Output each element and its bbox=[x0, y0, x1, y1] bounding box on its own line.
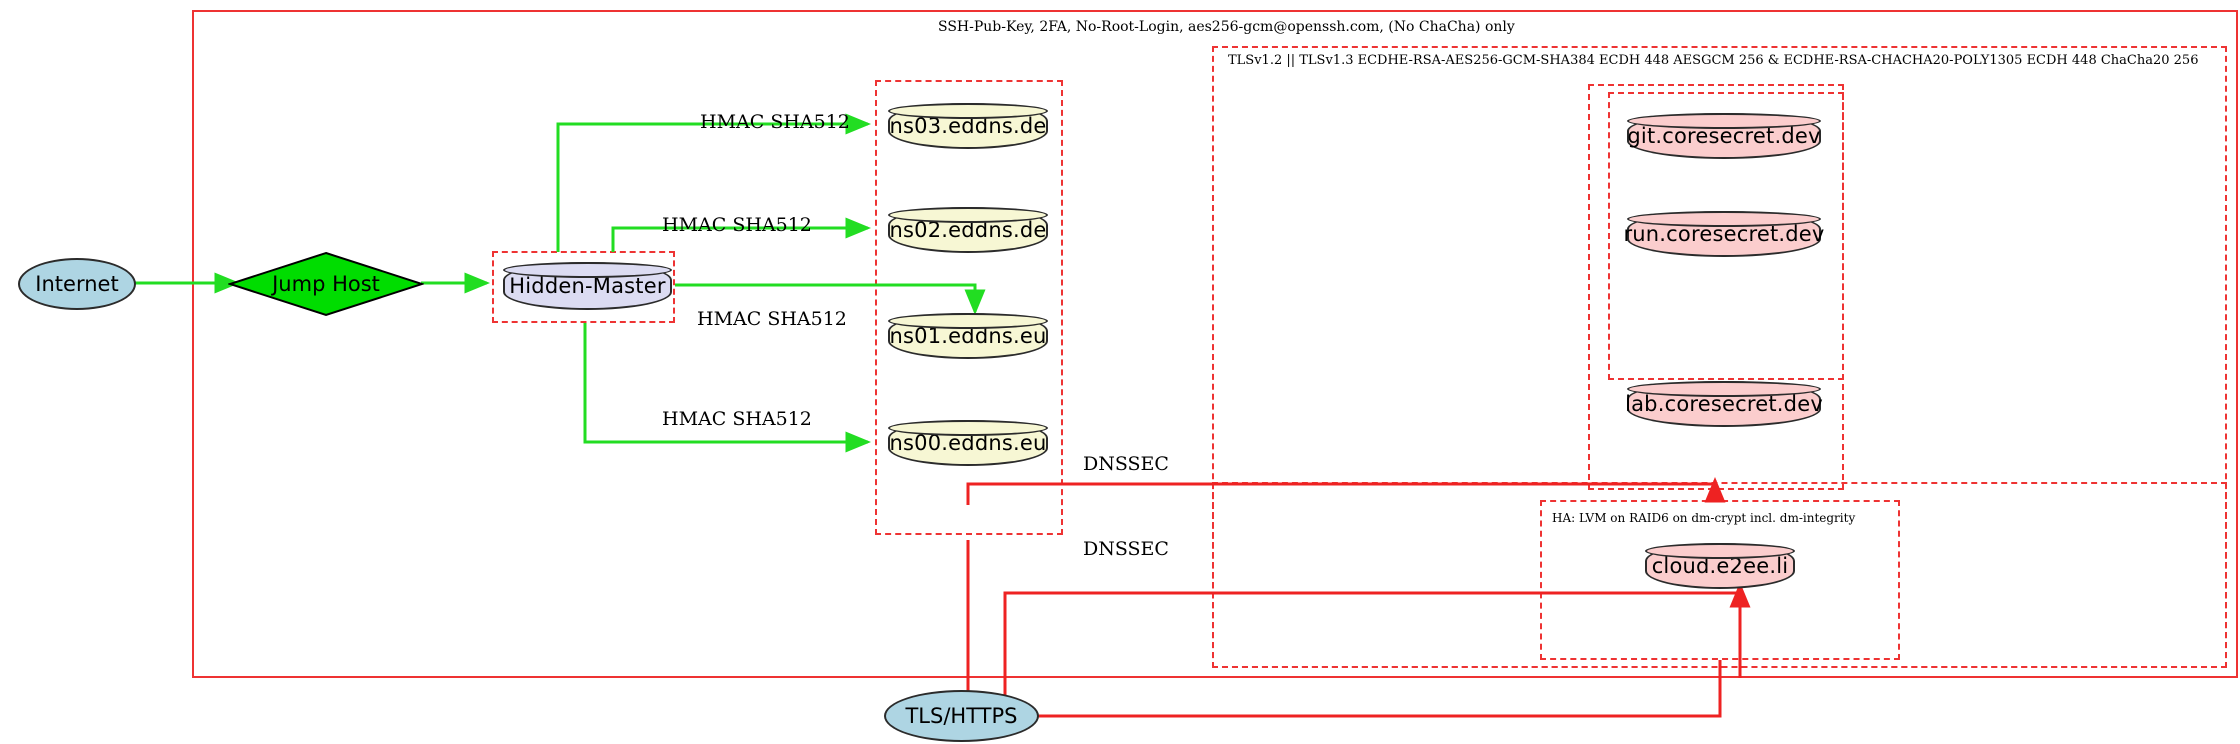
node-lab-coresecret[interactable]: lab.coresecret.dev bbox=[1625, 381, 1823, 427]
node-hidden-master-label: Hidden-Master bbox=[509, 274, 666, 298]
node-run-coresecret[interactable]: run.coresecret.dev bbox=[1623, 211, 1824, 257]
node-ns00[interactable]: ns00.eddns.eu bbox=[888, 420, 1048, 466]
cluster-ha-zone-label: HA: LVM on RAID6 on dm-crypt incl. dm-in… bbox=[1552, 511, 1856, 525]
node-ns03-label: ns03.eddns.de bbox=[889, 114, 1047, 138]
node-git-coresecret-label: git.coresecret.dev bbox=[1627, 124, 1821, 148]
node-internet[interactable]: Internet bbox=[18, 258, 136, 310]
node-lab-coresecret-label: lab.coresecret.dev bbox=[1625, 392, 1823, 416]
edge-label-dnssec-upper: DNSSEC bbox=[1083, 453, 1169, 475]
cluster-ssh-zone-label: SSH-Pub-Key, 2FA, No-Root-Login, aes256-… bbox=[938, 19, 1515, 35]
edge-label-dnssec-lower: DNSSEC bbox=[1083, 538, 1169, 560]
edge-label-hmac-ns03: HMAC SHA512 bbox=[700, 111, 850, 133]
node-internet-label: Internet bbox=[35, 272, 119, 296]
node-run-coresecret-label: run.coresecret.dev bbox=[1623, 222, 1825, 246]
node-ns03[interactable]: ns03.eddns.de bbox=[888, 103, 1048, 149]
node-tls-https[interactable]: TLS/HTTPS bbox=[884, 690, 1039, 742]
node-ns00-label: ns00.eddns.eu bbox=[889, 431, 1047, 455]
node-jump-host[interactable]: Jump Host bbox=[228, 251, 424, 317]
cluster-coresecret-inner-zone bbox=[1608, 92, 1844, 380]
node-ns02-label: ns02.eddns.de bbox=[889, 218, 1047, 242]
edge-label-hmac-ns00: HMAC SHA512 bbox=[662, 408, 812, 430]
node-ns02[interactable]: ns02.eddns.de bbox=[888, 207, 1048, 253]
node-tls-https-label: TLS/HTTPS bbox=[905, 704, 1018, 728]
edge-label-hmac-ns01: HMAC SHA512 bbox=[697, 308, 847, 330]
node-cloud-e2ee-label: cloud.e2ee.li bbox=[1651, 554, 1789, 578]
node-hidden-master[interactable]: Hidden-Master bbox=[503, 262, 672, 310]
cluster-hidden-master-zone bbox=[492, 251, 675, 323]
node-cloud-e2ee[interactable]: cloud.e2ee.li bbox=[1645, 543, 1795, 589]
node-ns01[interactable]: ns01.eddns.eu bbox=[888, 313, 1048, 359]
cluster-tls-zone-label: TLSv1.2 || TLSv1.3 ECDHE-RSA-AES256-GCM-… bbox=[1228, 53, 2199, 68]
edge-label-hmac-ns02: HMAC SHA512 bbox=[662, 214, 812, 236]
node-jump-host-label: Jump Host bbox=[272, 272, 380, 296]
node-git-coresecret[interactable]: git.coresecret.dev bbox=[1627, 113, 1821, 159]
node-ns01-label: ns01.eddns.eu bbox=[889, 324, 1047, 348]
